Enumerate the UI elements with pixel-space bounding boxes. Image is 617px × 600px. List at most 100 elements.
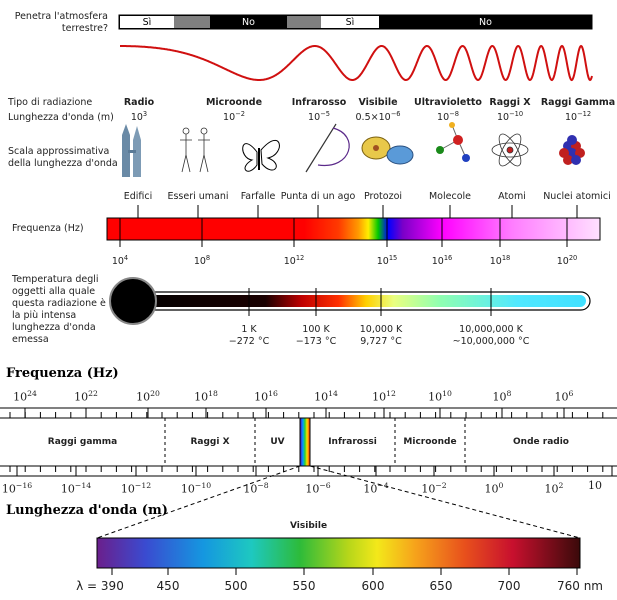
nucleus-icon: [559, 135, 585, 165]
spectrum-freq-tick-label: 1018: [194, 389, 218, 404]
radiation-type-5: Raggi X: [489, 97, 531, 108]
scale-object-1: Esseri umani: [167, 191, 229, 202]
spectrum-wl-tick-label: 100: [484, 481, 504, 496]
humans-icon: [180, 127, 210, 173]
scale-object-2: Farfalle: [240, 191, 276, 202]
visible-tick-label: λ = 390: [76, 579, 124, 593]
temperature-kelvin: 1 K: [241, 324, 257, 335]
scale-object-3: Punta di un ago: [280, 191, 356, 202]
radiation-type-3: Visibile: [358, 97, 398, 108]
radiation-type-2: Infrarosso: [291, 97, 347, 108]
spectrum-freq-tick-label: 1014: [314, 389, 338, 404]
spectrum-freq-tick-label: 108: [492, 389, 512, 404]
visible-tick-label: 650: [429, 579, 453, 593]
visible-spectrum-bar: [96, 537, 581, 569]
frequency-tick-label: 104: [111, 254, 129, 268]
atmo-label-no-1: No: [242, 17, 255, 28]
spectrum-freq-tick-label: 1012: [372, 389, 396, 404]
spectrum-wavelength-title: Lunghezza d'onda (m): [6, 503, 168, 518]
band-label-3: Infrarossi: [328, 437, 377, 447]
needle-icon: [305, 123, 350, 173]
frequency-tick-label: 1020: [556, 254, 578, 268]
band-label-1: Raggi X: [190, 437, 230, 447]
radiation-wavelength-5: 10−10: [496, 110, 524, 124]
temperature-kelvin: 10,000,000 K: [459, 324, 523, 335]
scale-object-0: Edifici: [123, 191, 153, 202]
spectrum-freq-tick-label: 1010: [428, 389, 452, 404]
radiation-wavelength-3: 0.5×10−6: [355, 110, 401, 124]
spectrum-wl-tick-label: 10−6: [305, 481, 331, 496]
temperature-kelvin: 100 K: [302, 324, 330, 335]
band-label-4: Microonde: [403, 437, 457, 447]
atmo-label-no-2: No: [479, 17, 492, 28]
scale-label: Scala approssimativa della lunghezza d'o…: [8, 146, 118, 169]
band-label-2: UV: [270, 437, 285, 447]
radiation-wavelength-0: 103: [130, 110, 148, 124]
temperature-kelvin: 10,000 K: [359, 324, 403, 335]
temperature-celsius: −272 °C: [228, 336, 270, 347]
temperature-celsius: −173 °C: [295, 336, 337, 347]
spectrum-wl-tick-label: 10−12: [120, 481, 152, 496]
scale-object-4: Protozoi: [363, 191, 403, 202]
buildings-icon: [122, 124, 141, 177]
scale-object-6: Atomi: [498, 191, 526, 202]
spectrum-wl-tick-label: 10−2: [421, 481, 447, 496]
temperature-celsius: 9,727 °C: [360, 336, 402, 347]
spectrum-freq-tick-label: 1022: [74, 389, 98, 404]
radiation-type-0: Radio: [123, 97, 155, 108]
spectrum-wl-tick-label: 10−8: [243, 481, 269, 496]
visible-mini-band: [299, 417, 311, 467]
spectrum-frame: [0, 407, 617, 539]
atmosphere-question: Penetra l'atmosfera terrestre?: [14, 11, 108, 34]
visible-tick-label: 450: [156, 579, 180, 593]
band-label-5: Onde radio: [513, 437, 569, 447]
visible-label: Visibile: [290, 521, 328, 531]
visible-tick-label: 550: [292, 579, 316, 593]
frequency-label: Frequenza (Hz): [12, 223, 84, 234]
spectrum-wl-tick-label: 10−14: [60, 481, 92, 496]
visible-tick-label: 500: [224, 579, 248, 593]
frequency-tick-label: 1018: [489, 254, 511, 268]
atmo-seg-yes-1: [120, 16, 174, 28]
wave-line: [120, 44, 593, 82]
frequency-tick-label: 1016: [431, 254, 453, 268]
temperature-celsius: ~10,000,000 °C: [452, 336, 530, 347]
wavelength-label: Lunghezza d'onda (m): [8, 112, 114, 123]
radiation-type-1: Microonde: [205, 97, 263, 108]
spectrum-freq-tick-label: 1024: [13, 389, 37, 404]
spectrum-wl-tick-label: 102: [544, 481, 564, 496]
spectrum-freq-tick-label: 1020: [136, 389, 160, 404]
spectrum-wl-tick-label: 10: [588, 479, 602, 492]
visible-tick-label: 600: [361, 579, 385, 593]
frequency-bar: [106, 217, 601, 241]
spectrum-freq-tick-label: 106: [554, 389, 574, 404]
spectrum-frequency-title: Frequenza (Hz): [6, 366, 119, 381]
frequency-tick-label: 1015: [376, 254, 398, 268]
spectrum-freq-tick-label: 1016: [254, 389, 278, 404]
radiation-wavelength-1: 10−2: [223, 110, 245, 124]
butterfly-icon: [242, 140, 280, 172]
radiation-type-label: Tipo di radiazione: [8, 97, 93, 108]
spectrum-wl-tick-label: 10−4: [363, 481, 389, 496]
visible-tick-label: 760 nm: [556, 579, 603, 593]
molecule-icon: [436, 122, 470, 162]
radiation-wavelength-4: 10−8: [437, 110, 459, 124]
atmo-label-yes-2: Sì: [345, 17, 355, 28]
frequency-tick-label: 108: [193, 254, 211, 268]
frequency-tick-label: 1012: [283, 254, 305, 268]
atmo-partial-1: [174, 16, 210, 28]
scale-object-5: Molecole: [428, 191, 471, 202]
atmo-seg-yes-2: [321, 16, 379, 28]
radiation-type-4: Ultravioletto: [414, 97, 482, 108]
temperature-label: Temperatura degli oggetti alla quale que…: [12, 274, 106, 345]
radiation-wavelength-6: 10−12: [564, 110, 592, 124]
spectrum-wl-tick-label: 10−10: [180, 481, 212, 496]
atom-icon: [491, 133, 529, 167]
spectrum-wl-tick-label: 10−16: [1, 481, 33, 496]
thermometer: [109, 277, 591, 325]
atmosphere-bar: [118, 14, 593, 30]
visible-tick-label: 700: [497, 579, 521, 593]
radiation-wavelength-2: 10−5: [308, 110, 330, 124]
atmo-partial-2: [287, 16, 321, 28]
